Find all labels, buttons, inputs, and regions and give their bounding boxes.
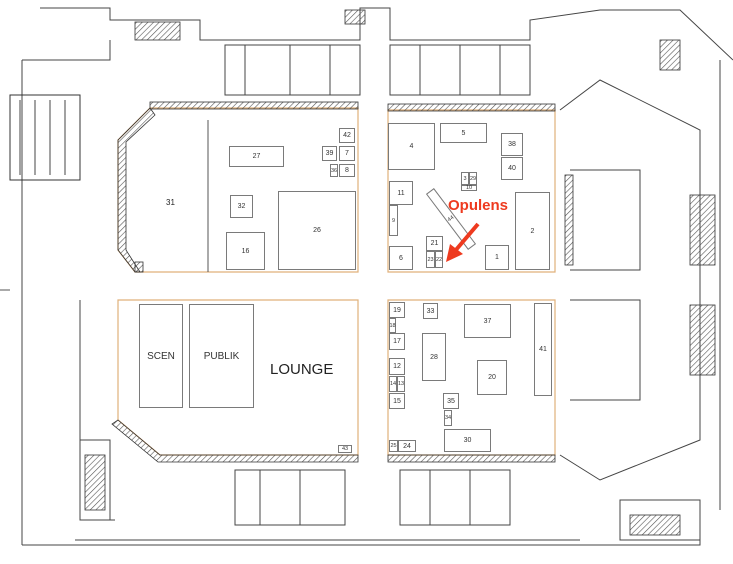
booth-number: 27 (252, 153, 261, 160)
booth-30[interactable]: 30 (444, 429, 491, 452)
booth-8[interactable]: 8 (339, 164, 355, 177)
booth-number: 14 (389, 381, 397, 387)
booth-33[interactable]: 33 (423, 303, 438, 319)
area-publik-label: PUBLIK (203, 350, 240, 362)
booth-22[interactable]: 22 (435, 251, 443, 268)
booth-number: 13 (397, 381, 405, 387)
opulens-highlight-label: Opulens (448, 197, 509, 214)
booth-number: 11 (397, 189, 405, 197)
booth-1[interactable]: 1 (485, 245, 509, 270)
booth-number: 19 (393, 306, 401, 314)
booth-19[interactable]: 19 (389, 302, 405, 318)
booth-number: 37 (483, 317, 492, 325)
booth-34[interactable]: 34 (444, 410, 452, 426)
booth-16[interactable]: 16 (226, 232, 265, 270)
booth-number: 41 (539, 346, 547, 353)
booth-number: 5 (461, 129, 466, 137)
booth-36[interactable]: 36 (330, 164, 338, 177)
booth-4[interactable]: 4 (388, 123, 435, 170)
booth-number: 32 (237, 203, 246, 210)
booth-number: 34 (444, 415, 452, 421)
booth-24[interactable]: 24 (398, 440, 416, 452)
area-publik[interactable]: PUBLIK (189, 304, 254, 408)
area-scen[interactable]: SCEN (139, 304, 183, 408)
booth-number: 40 (508, 165, 516, 172)
booth-27[interactable]: 27 (229, 146, 284, 167)
booth-2[interactable]: 2 (515, 192, 550, 270)
booth-number: 29 (469, 175, 477, 182)
booth-28[interactable]: 28 (422, 333, 446, 381)
booth-38[interactable]: 38 (501, 133, 523, 156)
booth-number: 35 (447, 397, 455, 405)
area-scen-label: SCEN (147, 350, 175, 362)
booth-number: 24 (403, 442, 411, 450)
booth-number: 36 (330, 167, 338, 174)
booth-number: 33 (426, 307, 435, 315)
booth-23[interactable]: 23 (426, 251, 435, 268)
booth-number: 42 (343, 132, 351, 139)
booth-number: 16 (241, 247, 250, 255)
booth-number: 25 (390, 443, 397, 449)
booth-37[interactable]: 37 (464, 304, 511, 338)
booth-7[interactable]: 7 (339, 146, 355, 161)
booth-number: 4 (409, 143, 414, 150)
booth-number: 6 (399, 254, 403, 262)
booth-11[interactable]: 11 (389, 181, 413, 205)
booth-15[interactable]: 15 (389, 393, 405, 409)
booth-number: 43 (341, 446, 349, 452)
booth-number: 38 (508, 141, 516, 148)
booth-number: 9 (391, 217, 396, 224)
booth-number: 18 (389, 322, 396, 329)
booth-number: 3 (463, 175, 467, 182)
booth-number: 26 (313, 227, 321, 234)
booth-41[interactable]: 41 (534, 303, 552, 396)
booth-number: 20 (488, 374, 496, 381)
booth-12[interactable]: 12 (389, 358, 405, 375)
lounge-label: LOUNGE (270, 361, 334, 378)
booth-17[interactable]: 17 (389, 333, 405, 350)
booth-number: 12 (393, 363, 401, 370)
booth-32[interactable]: 32 (230, 195, 253, 218)
booth-18[interactable]: 18 (389, 318, 396, 333)
booth-25[interactable]: 25 (389, 440, 398, 452)
booth-number: 21 (430, 240, 439, 247)
booth-number: 15 (393, 397, 401, 405)
booth-number: 1 (495, 254, 499, 261)
booth-29[interactable]: 29 (469, 172, 477, 185)
booth-number: 28 (430, 353, 438, 361)
booth-20[interactable]: 20 (477, 360, 507, 395)
booth-number: 8 (345, 167, 349, 174)
booth-43[interactable]: 43 (338, 445, 352, 453)
booth-number: 2 (530, 227, 535, 235)
booth-35[interactable]: 35 (443, 393, 459, 409)
booth-26[interactable]: 26 (278, 191, 356, 270)
booth-5[interactable]: 5 (440, 123, 487, 143)
booth-6[interactable]: 6 (389, 246, 413, 270)
booth-number: 17 (393, 338, 401, 345)
booth-14[interactable]: 14 (389, 376, 397, 392)
booth-21[interactable]: 21 (426, 236, 443, 251)
booth-3[interactable]: 3 (461, 172, 469, 185)
booth-number: 39 (325, 150, 334, 157)
booth-10[interactable]: 10 (461, 185, 477, 191)
booth-9[interactable]: 9 (389, 205, 398, 236)
booth-13[interactable]: 13 (397, 376, 405, 392)
booth-39[interactable]: 39 (322, 146, 337, 161)
booth-40[interactable]: 40 (501, 157, 523, 180)
booth-number: 23 (427, 256, 434, 263)
booth-number: 10 (465, 185, 473, 191)
booth-number: 22 (435, 256, 443, 263)
booth-number: 30 (463, 437, 472, 444)
hall-31-label: 31 (166, 198, 175, 207)
booth-number: 7 (345, 150, 349, 157)
booth-42[interactable]: 42 (339, 128, 355, 143)
